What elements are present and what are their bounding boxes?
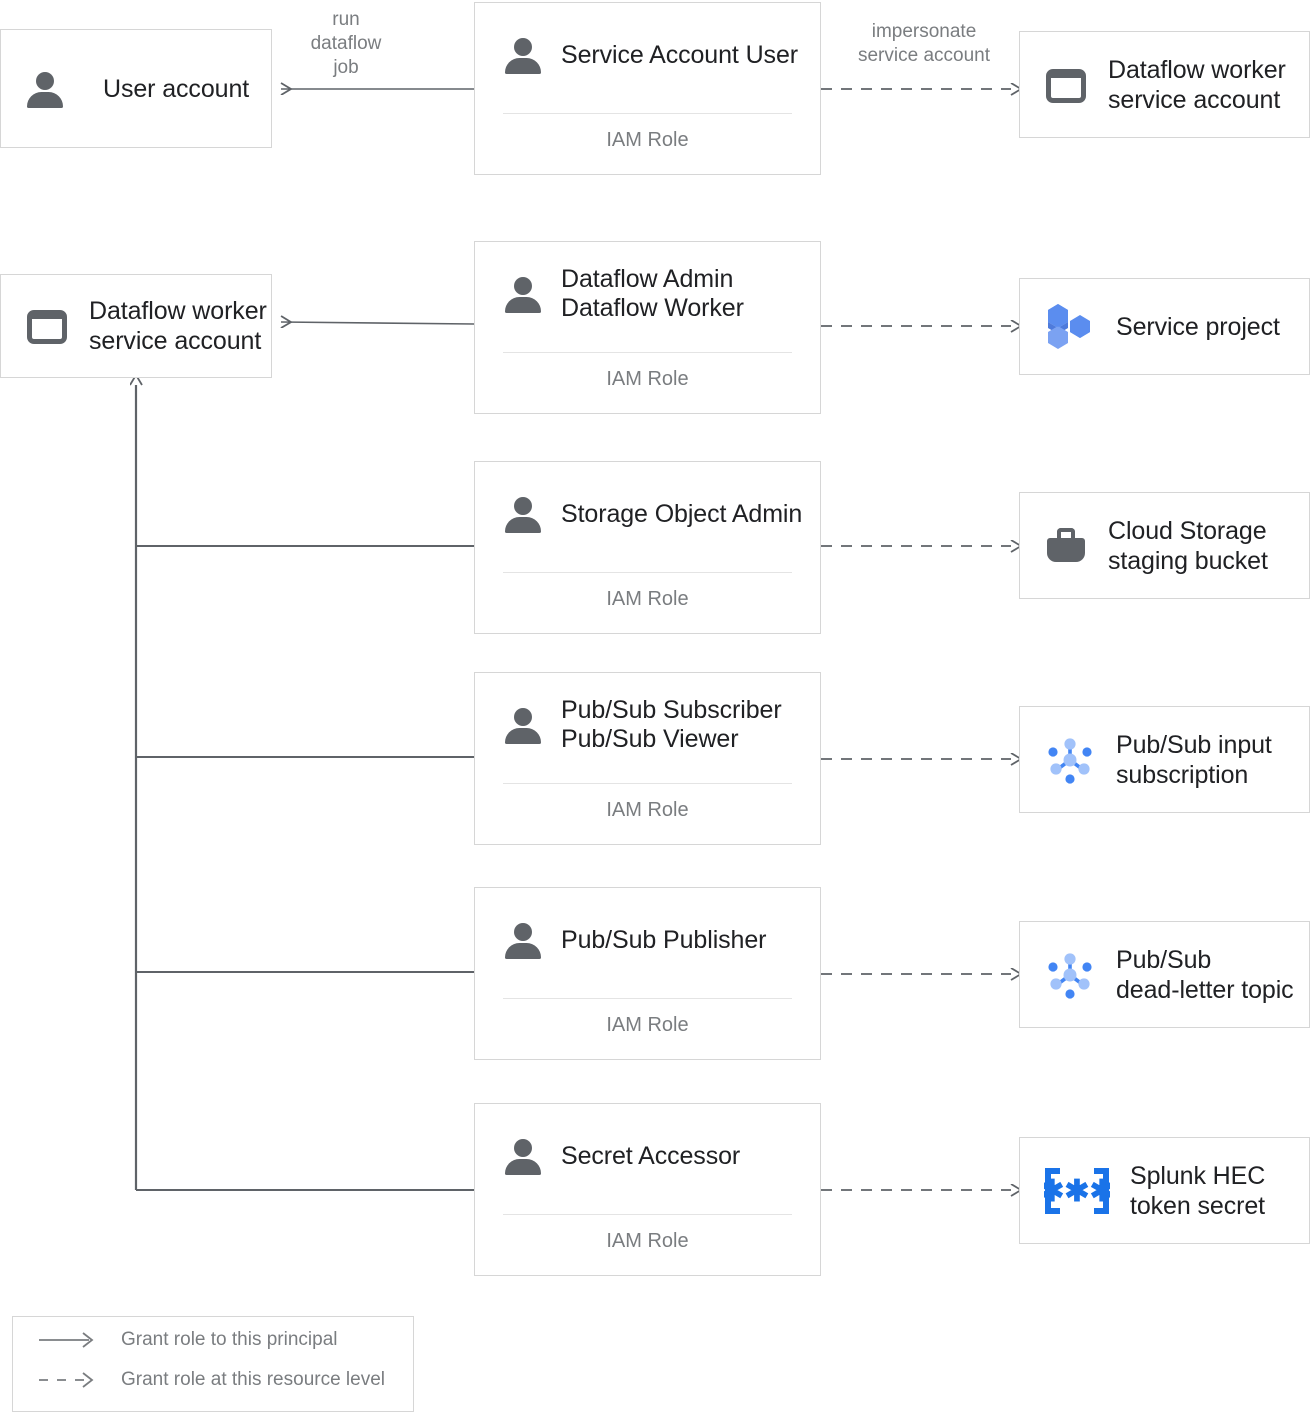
card-secret-accessor-title: Secret Accessor	[561, 1141, 741, 1170]
edge-label-run-dataflow-job: run dataflow job	[310, 9, 382, 78]
card-service-account-user[interactable]: Service Account User IAM Role	[474, 2, 821, 175]
pubsub-icon	[1044, 949, 1096, 1001]
node-user-account-label: User account	[103, 74, 250, 103]
card-service-account-user-title: Service Account User	[561, 40, 798, 69]
person-icon	[503, 494, 543, 534]
card-secret-accessor[interactable]: Secret Accessor IAM Role	[474, 1103, 821, 1276]
card-divider	[503, 572, 792, 573]
node-pubsub-input-subscription[interactable]: Pub/Sub input subscription	[1019, 706, 1310, 813]
card-service-account-user-subtitle: IAM Role	[606, 129, 689, 151]
card-divider	[503, 113, 792, 114]
legend-row-solid: Grant role to this principal	[37, 1329, 338, 1351]
node-splunk-hec-token-secret-label: Splunk HEC token secret	[1130, 1161, 1266, 1220]
card-storage-object-admin-subtitle: IAM Role	[606, 588, 689, 610]
edge-label-impersonate-service-account: impersonate service account	[857, 21, 990, 66]
node-service-project-label: Service project	[1116, 312, 1280, 341]
card-pubsub-subscriber-viewer-title: Pub/Sub Subscriber Pub/Sub Viewer	[561, 696, 782, 753]
card-divider	[503, 783, 792, 784]
service-account-icon	[25, 304, 69, 348]
node-user-account[interactable]: User account	[0, 29, 272, 148]
person-icon	[25, 69, 83, 109]
person-icon	[503, 35, 543, 75]
card-pubsub-subscriber-viewer[interactable]: Pub/Sub Subscriber Pub/Sub Viewer IAM Ro…	[474, 672, 821, 845]
node-dataflow-worker-service-account-right[interactable]: Dataflow worker service account	[1019, 31, 1310, 138]
card-secret-accessor-subtitle: IAM Role	[606, 1230, 689, 1252]
node-dataflow-worker-service-account-left[interactable]: Dataflow worker service account	[0, 274, 272, 378]
card-dataflow-admin-worker-subtitle: IAM Role	[606, 368, 689, 390]
node-pubsub-dead-letter-topic[interactable]: Pub/Sub dead-letter topic	[1019, 921, 1310, 1028]
edge-left-trunk-bus	[136, 385, 474, 1191]
legend-dashed-label: Grant role at this resource level	[121, 1369, 386, 1390]
person-icon	[503, 274, 543, 314]
node-dataflow-worker-service-account-left-label: Dataflow worker service account	[89, 297, 267, 355]
card-pubsub-publisher-title: Pub/Sub Publisher	[561, 925, 767, 954]
card-divider	[503, 998, 792, 999]
legend-row-dashed: Grant role at this resource level	[37, 1369, 385, 1391]
legend-solid-label: Grant role to this principal	[121, 1329, 338, 1350]
card-storage-object-admin-title: Storage Object Admin	[561, 499, 803, 528]
dashed-arrow-icon	[39, 1372, 94, 1388]
service-account-icon	[1044, 63, 1088, 107]
card-dataflow-admin-worker-title: Dataflow Admin Dataflow Worker	[561, 265, 744, 322]
node-pubsub-input-subscription-label: Pub/Sub input subscription	[1116, 730, 1272, 789]
card-pubsub-subscriber-viewer-subtitle: IAM Role	[606, 799, 689, 821]
solid-arrow-icon	[39, 1332, 94, 1348]
card-divider	[503, 352, 792, 353]
card-dataflow-admin-worker[interactable]: Dataflow Admin Dataflow Worker IAM Role	[474, 241, 821, 414]
cloud-storage-bucket-icon	[1044, 524, 1088, 568]
node-service-project[interactable]: Service project	[1019, 278, 1310, 375]
node-cloud-storage-staging-bucket-label: Cloud Storage staging bucket	[1108, 516, 1268, 575]
svg-text:✱✱✱: ✱✱✱	[1044, 1175, 1110, 1208]
person-icon	[503, 1136, 543, 1176]
project-hexagons-icon	[1044, 302, 1096, 352]
card-pubsub-publisher-subtitle: IAM Role	[606, 1014, 689, 1036]
card-divider	[503, 1214, 792, 1215]
pubsub-icon	[1044, 734, 1096, 786]
node-dataflow-worker-service-account-right-label: Dataflow worker service account	[1108, 55, 1286, 114]
edge-dataflow-admin-to-dataflow-worker-sa	[281, 322, 475, 324]
card-pubsub-publisher[interactable]: Pub/Sub Publisher IAM Role	[474, 887, 821, 1060]
node-pubsub-dead-letter-topic-label: Pub/Sub dead-letter topic	[1116, 945, 1294, 1004]
card-storage-object-admin[interactable]: Storage Object Admin IAM Role	[474, 461, 821, 634]
legend: Grant role to this principal Grant role …	[12, 1316, 414, 1412]
node-cloud-storage-staging-bucket[interactable]: Cloud Storage staging bucket	[1019, 492, 1310, 599]
node-splunk-hec-token-secret[interactable]: ✱✱✱ Splunk HEC token secret	[1019, 1137, 1310, 1244]
person-icon	[503, 920, 543, 960]
secret-manager-icon: ✱✱✱	[1044, 1167, 1110, 1214]
person-icon	[503, 705, 543, 745]
